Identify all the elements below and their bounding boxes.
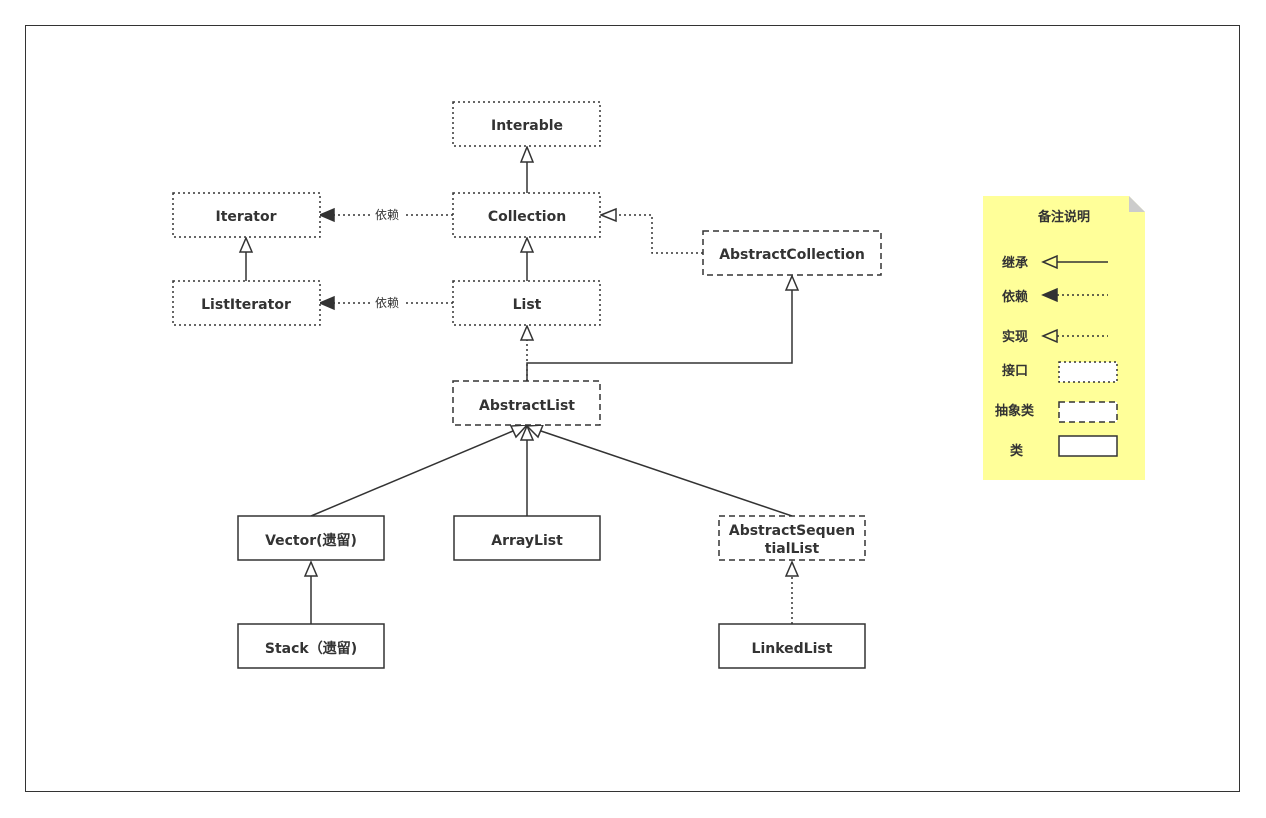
legend-label-interface: 接口	[1002, 363, 1028, 379]
arrow-filled-triangle	[318, 295, 335, 311]
node-label: ArrayList	[491, 533, 563, 549]
edge-abstractlist-abstractcollection	[526, 290, 793, 381]
node-label: LinkedList	[752, 641, 833, 657]
arrow-hollow-triangle	[784, 560, 800, 577]
node-array-list[interactable]: ArrayList	[453, 515, 601, 561]
legend-label-class: 类	[1010, 443, 1024, 459]
arrow-hollow-triangle	[238, 236, 254, 253]
legend-note: 备注说明 继承 依赖 实现 接口 抽象类 类	[983, 196, 1145, 480]
node-abstract-list[interactable]: AbstractList	[452, 380, 601, 426]
arrow-hollow-triangle	[519, 424, 535, 441]
node-stack[interactable]: Stack（遗留)	[237, 623, 385, 669]
node-label: Interable	[491, 118, 563, 134]
arrow-filled-triangle	[318, 207, 335, 223]
node-label: Collection	[488, 209, 566, 225]
legend-label-inherit: 继承	[1002, 255, 1028, 271]
node-label: Iterator	[216, 209, 277, 225]
legend-label-implement: 实现	[1002, 329, 1028, 345]
node-label: Stack（遗留)	[265, 640, 357, 657]
node-linked-list[interactable]: LinkedList	[718, 623, 866, 669]
node-label-line1: AbstractSequen	[729, 523, 855, 539]
arrow-hollow-triangle	[519, 144, 535, 163]
arrow-hollow-triangle	[519, 236, 535, 253]
node-abstract-collection[interactable]: AbstractCollection	[702, 230, 882, 276]
node-label: ListIterator	[201, 297, 291, 313]
note-fold-icon	[1129, 196, 1145, 212]
legend-class-swatch	[1058, 435, 1118, 457]
edge-abstractsequentiallist-abstractlist	[540, 430, 793, 517]
node-label: AbstractCollection	[719, 247, 865, 263]
node-collection[interactable]: Collection	[452, 192, 601, 238]
node-label: Vector(遗留)	[265, 532, 357, 549]
legend-implement-arrow-icon	[1041, 328, 1108, 344]
legend-interface-swatch	[1058, 361, 1118, 383]
edge-label-depends: 依赖	[375, 295, 399, 310]
nodes: Interable Iterator Collection ListIterat…	[172, 101, 882, 669]
arrow-hollow-triangle	[303, 560, 319, 577]
node-label: List	[513, 297, 542, 313]
legend-title: 备注说明	[1037, 209, 1090, 225]
arrow-hollow-triangle	[784, 274, 800, 291]
node-label: AbstractList	[479, 398, 575, 414]
arrow-hollow-triangle	[519, 324, 535, 341]
node-list[interactable]: List	[452, 280, 601, 326]
diagram-frame	[25, 25, 1240, 792]
legend-label-depend: 依赖	[1002, 289, 1028, 305]
node-iterator[interactable]: Iterator	[172, 192, 321, 238]
node-abstract-sequential-list[interactable]: AbstractSequen tialList	[718, 515, 866, 561]
edge-abstractcollection-collection	[616, 214, 703, 254]
edge-vector-abstractlist	[310, 430, 514, 517]
edge-label-depends: 依赖	[375, 207, 399, 222]
node-vector[interactable]: Vector(遗留)	[237, 515, 385, 561]
node-list-iterator[interactable]: ListIterator	[172, 280, 321, 326]
edges	[238, 144, 800, 624]
legend-label-abstract-class: 抽象类	[995, 403, 1035, 419]
legend-inherit-arrow-icon	[1041, 254, 1108, 270]
legend-depend-arrow-icon	[1041, 287, 1108, 303]
legend-abstract-class-swatch	[1058, 401, 1118, 423]
node-label-line2: tialList	[765, 541, 820, 557]
node-interable[interactable]: Interable	[452, 101, 601, 147]
arrow-hollow-triangle	[598, 207, 617, 223]
